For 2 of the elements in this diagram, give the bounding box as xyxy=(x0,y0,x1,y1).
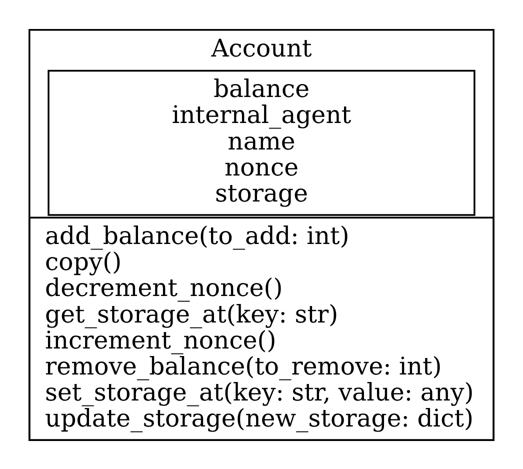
node-box: add_balance(to_add: int) copy() decrement_nonce() get_storage_at(key: str) increment_nonce() remove_balance(to_remove: int) set_storage_at(key: str, value: any) update_storage(new_storage: dict) xyxy=(28,216,494,440)
node-box: balance internal_agent name nonce storage xyxy=(48,69,476,216)
